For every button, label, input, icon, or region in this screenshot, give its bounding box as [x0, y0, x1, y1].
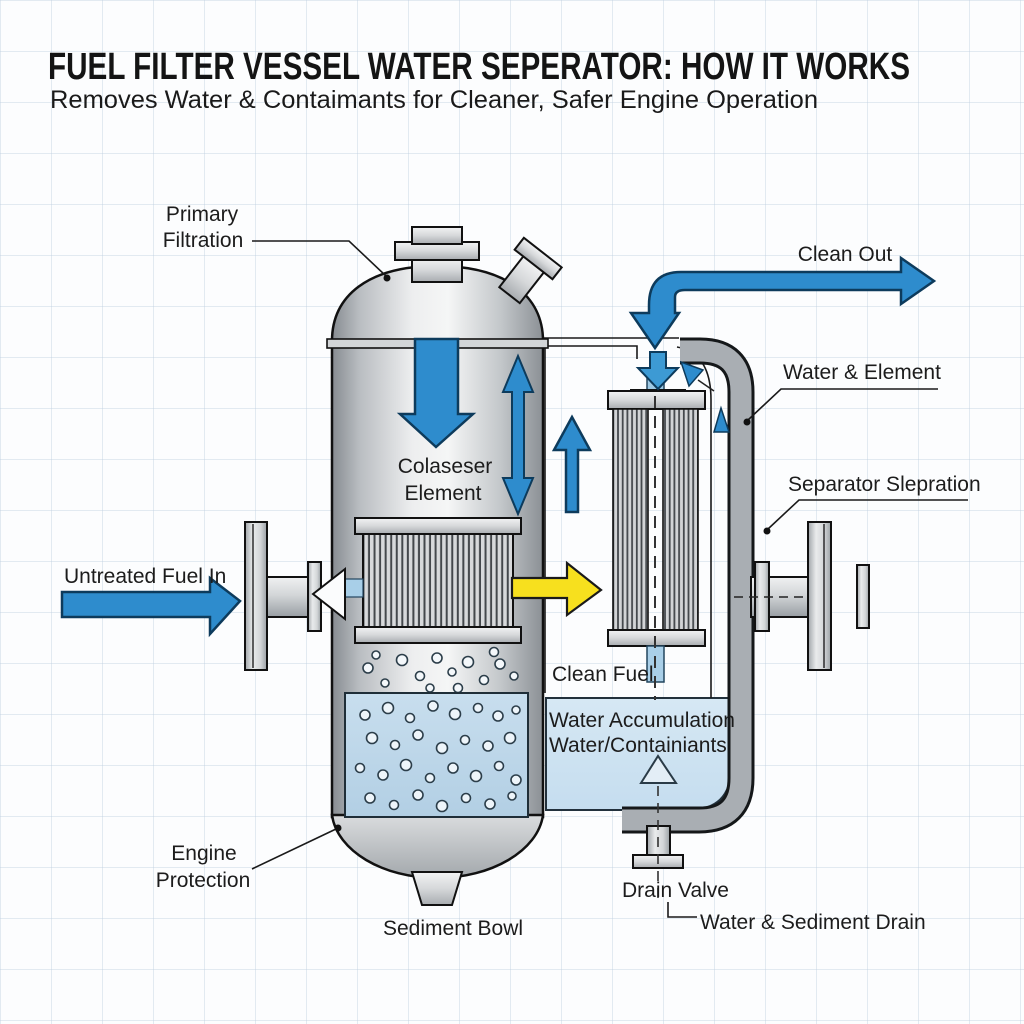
main-vessel	[326, 226, 564, 906]
leader-lines	[251, 240, 968, 918]
label-primary-filtration-1: Primary	[166, 203, 239, 226]
label-clean-fuel: Clean Fuel	[552, 663, 654, 686]
label-engine-protection-1: Engine	[171, 842, 236, 865]
vessel-down-arrow	[396, 337, 477, 449]
recirculation-arrowhead	[679, 360, 705, 388]
annulus-up-arrowhead	[713, 405, 731, 433]
outlet-assembly	[734, 521, 870, 671]
separator-inlet-arrow	[635, 351, 681, 391]
fuel-droplets	[362, 646, 519, 694]
label-untreated-fuel-in: Untreated Fuel In	[64, 565, 226, 588]
inlet-assembly	[244, 521, 364, 671]
drain-direction-triangle	[639, 754, 678, 784]
flow-arrows	[60, 255, 937, 638]
channel-bottom-line	[543, 345, 638, 359]
recirculation-line	[697, 379, 715, 392]
label-coalescer-2: Element	[404, 482, 481, 505]
separator-pleats-left	[612, 408, 649, 631]
inlet-arrow	[311, 566, 346, 622]
label-water-element: Water & Element	[783, 361, 941, 384]
outlet-gasket-plate	[856, 564, 870, 629]
untreated-fuel-arrow	[60, 575, 242, 638]
label-drain-valve: Drain Valve	[622, 879, 729, 902]
inlet-flange	[244, 521, 268, 671]
vessel-updown-arrow	[501, 353, 535, 517]
clean-fuel-arrow	[510, 560, 603, 618]
label-water-sediment-drain: Water & Sediment Drain	[700, 911, 926, 934]
water-droplets	[354, 700, 522, 813]
label-water-accumulation-2: Water/Containiants	[549, 734, 727, 757]
separator-filter-element	[607, 376, 706, 700]
separator-chamber	[543, 337, 755, 834]
label-primary-filtration-2: Filtration	[163, 229, 244, 252]
page-subtitle: Removes Water & Contaimants for Cleaner,…	[50, 86, 818, 114]
coalescer-filter-element	[354, 517, 522, 644]
label-water-accumulation-1: Water Accumulation	[549, 709, 735, 732]
angled-nozzle	[497, 236, 564, 305]
outer-pipe	[622, 340, 752, 831]
outlet-flange	[807, 521, 832, 671]
label-engine-protection-2: Protection	[156, 869, 251, 892]
page-title: FUEL FILTER VESSEL WATER SEPERATOR: HOW …	[48, 46, 910, 88]
drain-assembly	[632, 754, 684, 898]
riser-up-arrow	[551, 414, 593, 514]
label-clean-out: Clean Out	[798, 243, 893, 266]
label-separator-slepration: Separator Slepration	[788, 473, 981, 496]
vessel-dome-bottom	[330, 813, 545, 880]
inlet-pipe	[266, 576, 312, 618]
sediment-bowl-plug	[410, 871, 464, 906]
coalescer-pleats	[362, 533, 514, 628]
clean-out-arrow	[628, 255, 937, 351]
label-coalescer-1: Colaseser	[398, 455, 493, 478]
top-nozzle	[394, 226, 480, 283]
separator-pleats-right	[662, 408, 699, 631]
label-sediment-bowl: Sediment Bowl	[383, 917, 523, 940]
